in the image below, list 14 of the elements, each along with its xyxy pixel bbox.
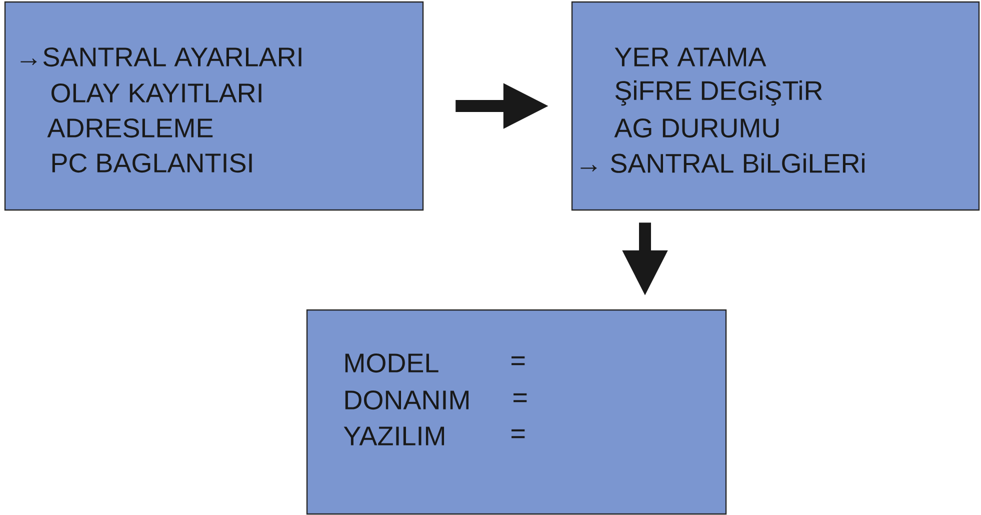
menu-item: YER ATAMA (614, 48, 766, 66)
menu-item: ŞiFRE DEGiŞTiR (615, 80, 822, 106)
menu-item: DONANIM (345, 390, 468, 410)
menu-item: = (512, 356, 525, 366)
menu-item: = (512, 429, 525, 438)
menu-item: MODEL (345, 353, 438, 373)
menu-item: ADRESLEME (47, 118, 213, 138)
menu-item: YAZILIM (344, 426, 444, 446)
menu-item: PC BAGLANTISI (52, 153, 252, 173)
menu-item: AG DURUMU (614, 118, 779, 138)
menu-item: →SANTRAL AYARLARI (20, 47, 302, 67)
menu-item: → SANTRAL BiLGiLERi (580, 153, 864, 173)
menu-item: = (514, 393, 527, 402)
menu-item: OLAY KAYITLARI (52, 83, 262, 103)
